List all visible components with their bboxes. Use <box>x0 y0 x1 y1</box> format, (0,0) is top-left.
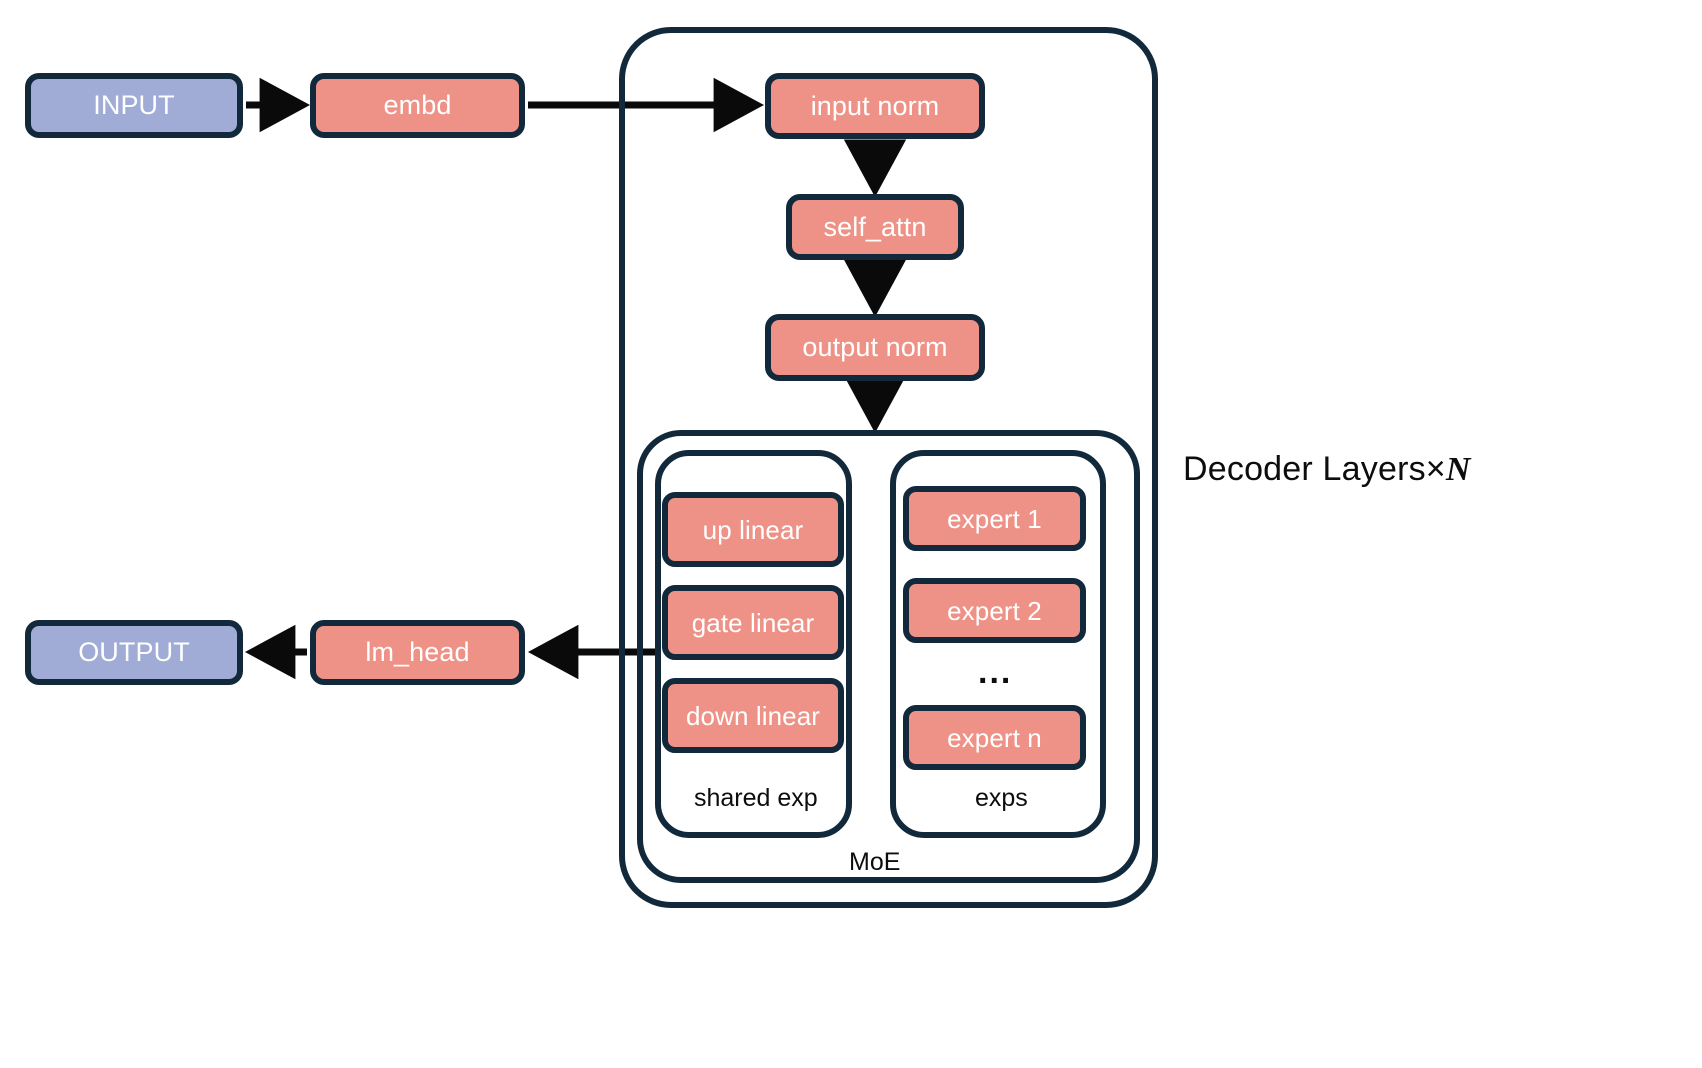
node-embd[interactable]: embd <box>310 73 525 138</box>
node-input-norm[interactable]: input norm <box>765 73 985 139</box>
node-expert-2[interactable]: expert 2 <box>903 578 1086 643</box>
node-down-linear[interactable]: down linear <box>662 678 844 753</box>
decoder-layers-group[interactable] <box>619 27 1158 908</box>
moe-group-label: MoE <box>849 848 901 876</box>
decoder-layers-label: Decoder Layers×N <box>1183 452 1471 487</box>
node-expert-1[interactable]: expert 1 <box>903 486 1086 551</box>
shared-exp-group[interactable] <box>655 450 852 838</box>
node-gate-linear[interactable]: gate linear <box>662 585 844 660</box>
expert-ellipsis: ... <box>978 653 1013 691</box>
node-input[interactable]: INPUT <box>25 73 243 138</box>
shared-exp-label: shared exp <box>694 784 818 812</box>
decoder-layers-count: N <box>1445 451 1471 488</box>
decoder-layers-label-text: Decoder Layers× <box>1183 450 1446 488</box>
node-lm-head[interactable]: lm_head <box>310 620 525 685</box>
exps-group[interactable] <box>890 450 1106 838</box>
node-self-attn[interactable]: self_attn <box>786 194 964 260</box>
node-up-linear[interactable]: up linear <box>662 492 844 567</box>
node-output[interactable]: OUTPUT <box>25 620 243 685</box>
exps-label: exps <box>975 784 1028 812</box>
node-output-norm[interactable]: output norm <box>765 314 985 381</box>
node-expert-n[interactable]: expert n <box>903 705 1086 770</box>
